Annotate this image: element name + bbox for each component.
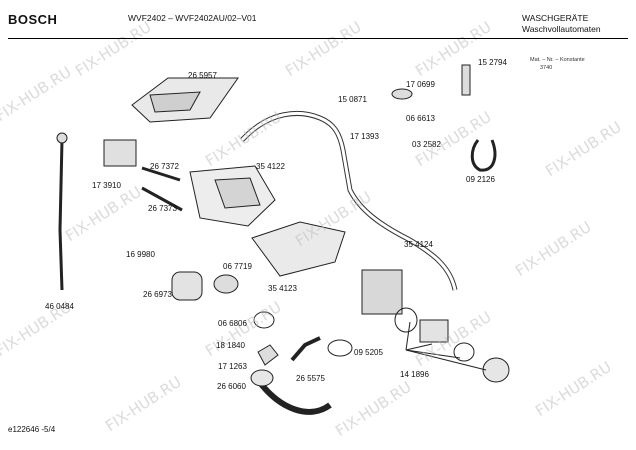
category-subtitle: Waschvollautomaten: [522, 24, 601, 34]
part-26-7373: [141, 186, 183, 212]
part-06-7719: [213, 274, 239, 294]
part-label: 06 7719: [223, 262, 252, 271]
material-number-label: Mat. – Nr. – Konstante: [530, 57, 585, 63]
part-26-5575: [290, 336, 321, 362]
part-label: 35 4123: [268, 284, 297, 293]
header-divider: [8, 38, 628, 39]
part-26-6060: [255, 378, 332, 415]
part-label: 17 0699: [406, 80, 435, 89]
part-label: 35 4122: [256, 162, 285, 171]
part-label: 16 9980: [126, 250, 155, 259]
part-17-0699: [391, 88, 413, 100]
part-14-1896: [361, 269, 403, 315]
part-label: 17 1263: [218, 362, 247, 371]
model-number: WVF2402 – WVF2402AU/02–V01: [128, 13, 257, 23]
part-label: 15 2794: [478, 58, 507, 67]
part-label: 26 5957: [188, 71, 217, 80]
brand-logo: BOSCH: [8, 12, 58, 27]
part-18-1840: [257, 344, 279, 366]
part-06-6806: [253, 311, 275, 329]
part-label: 14 1896: [400, 370, 429, 379]
part-label: 26 5575: [296, 374, 325, 383]
part-17-3910: [103, 139, 137, 167]
part-label: 09 2126: [466, 175, 495, 184]
part-label: 46 0484: [45, 302, 74, 311]
part-label: 18 1840: [216, 341, 245, 350]
document-id: e122646 -5/4: [8, 425, 56, 434]
part-35-4123: [251, 221, 346, 277]
part-26-7372: [141, 166, 181, 182]
part-label: 26 7372: [150, 162, 179, 171]
part-label: 35 4124: [404, 240, 433, 249]
category-title: WASCHGERÄTE: [522, 13, 589, 23]
part-label: 06 6613: [406, 114, 435, 123]
part-label: 17 1393: [350, 132, 379, 141]
part-label: 06 6806: [218, 319, 247, 328]
part-label: 26 6060: [217, 382, 246, 391]
part-26-6973: [171, 271, 203, 301]
part-label: 15 0871: [338, 95, 367, 104]
part-label: 26 6973: [143, 290, 172, 299]
part-label: 26 7373: [148, 204, 177, 213]
part-label: 09 5205: [354, 348, 383, 357]
part-label: 17 3910: [92, 181, 121, 190]
material-number-value: 3740: [540, 65, 553, 71]
part-46-0484: [58, 139, 64, 291]
part-09-2126: [470, 139, 497, 172]
part-label: 03 2582: [412, 140, 441, 149]
part-09-5205: [327, 339, 353, 357]
part-15-2794: [461, 64, 471, 96]
